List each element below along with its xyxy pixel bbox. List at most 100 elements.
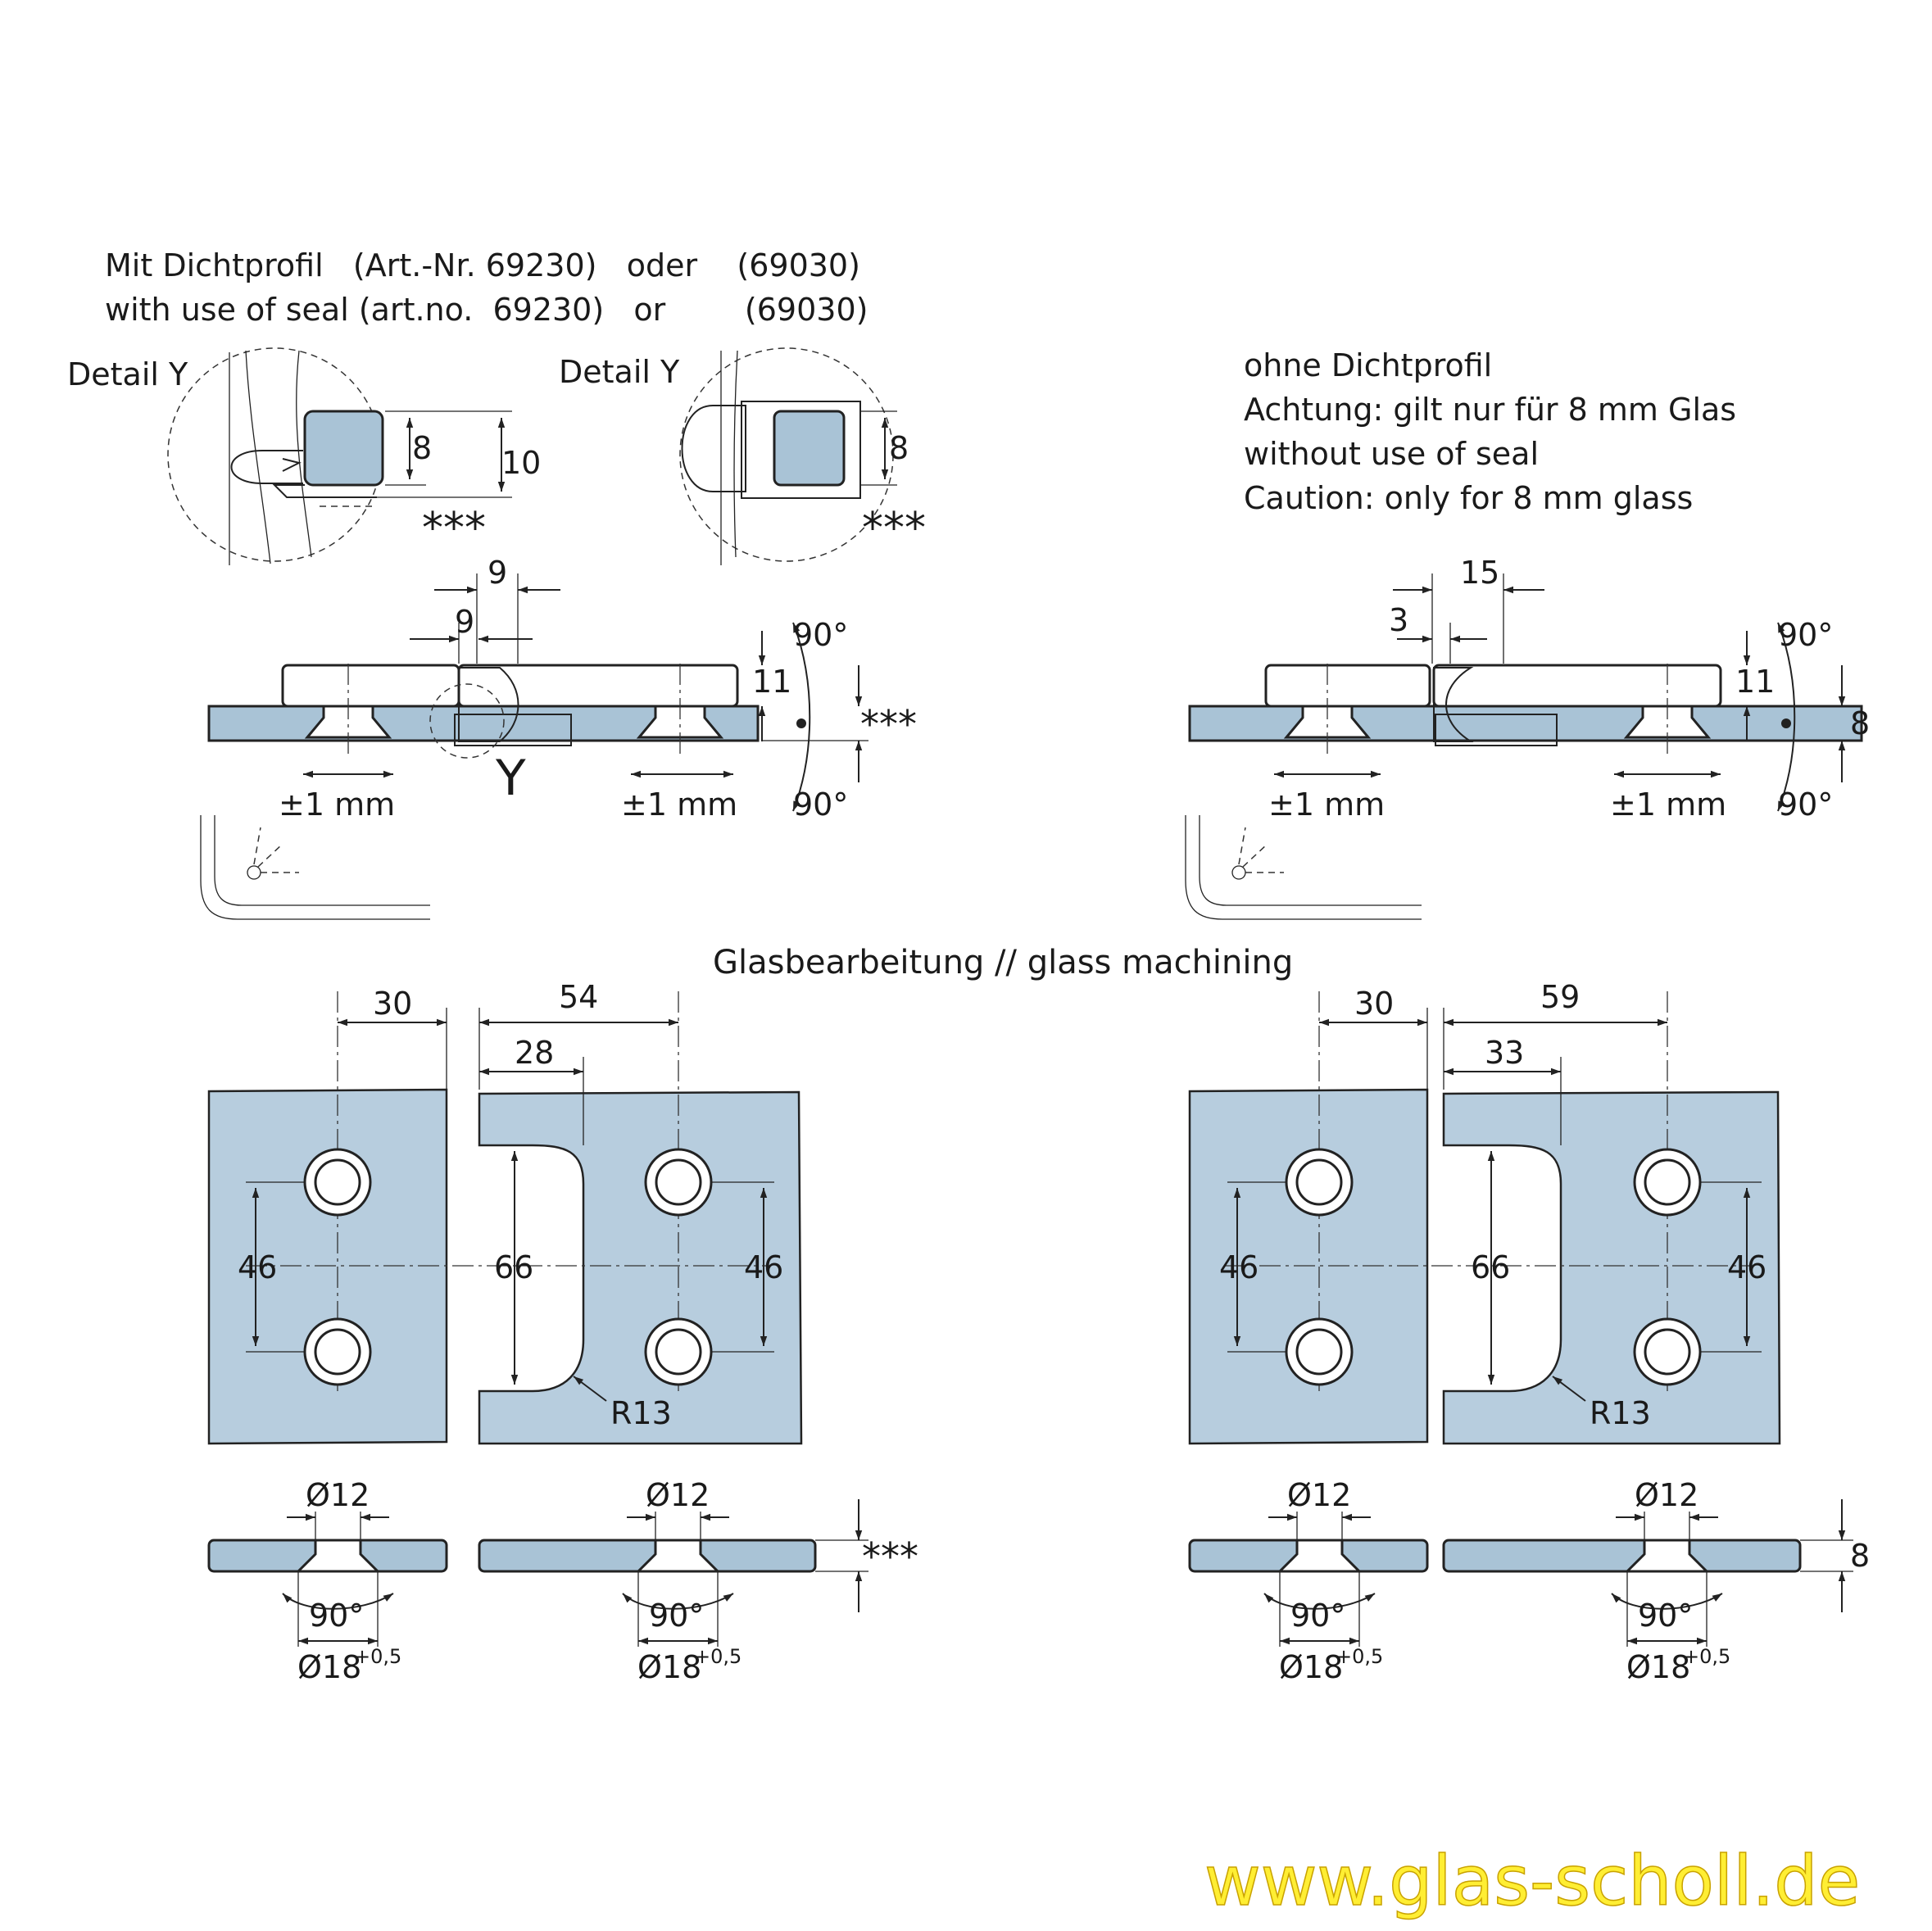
glass-section-right-b bbox=[1442, 1539, 1802, 1573]
hinge-knuckle-left bbox=[458, 667, 519, 742]
m-right-outer-tol-1: +0,5 bbox=[1336, 1645, 1383, 1668]
m-right-countersink-1: 90° bbox=[1290, 1598, 1345, 1634]
section-right-dim-top: 15 bbox=[1460, 555, 1499, 591]
section-left-dim-mid: 9 bbox=[455, 604, 474, 640]
screw-right-a bbox=[1283, 705, 1372, 739]
m-right-hole-dia-1: Ø12 bbox=[1287, 1477, 1351, 1513]
m-left-dim-pitch-left: 46 bbox=[238, 1249, 277, 1285]
section-right-dim-mid: 3 bbox=[1389, 602, 1408, 638]
detail-right-dim-glass: 8 bbox=[889, 430, 909, 466]
hinge-plate-right-a bbox=[1264, 664, 1431, 708]
section-right-tol-left: ±1 mm bbox=[1268, 786, 1385, 823]
door-pictogram-right bbox=[1185, 815, 1422, 920]
detail-left-stars: *** bbox=[422, 504, 486, 553]
m-right-dim-edge: 30 bbox=[1354, 986, 1394, 1022]
section-right-dim-height: 11 bbox=[1735, 664, 1775, 700]
no-seal-de: ohne Dichtprofil bbox=[1244, 347, 1492, 383]
seal-profile-left bbox=[230, 450, 303, 484]
m-left-countersink-1: 90° bbox=[309, 1598, 364, 1634]
detail-left-title: Detail Y bbox=[67, 356, 188, 392]
section-right-angle-bottom: 90° bbox=[1778, 786, 1833, 823]
m-left-dim-cutout: 66 bbox=[494, 1249, 533, 1285]
header-text: Mit Dichtprofil (Art.-Nr. 69230) oder (6… bbox=[105, 247, 1736, 516]
m-left-radius: R13 bbox=[610, 1395, 672, 1431]
caution-en: Caution: only for 8 mm glass bbox=[1244, 480, 1693, 516]
rotation-arc-left bbox=[792, 622, 811, 812]
m-left-dim-edge: 30 bbox=[373, 986, 412, 1022]
section-left-stars: *** bbox=[860, 702, 917, 746]
screw-right-b bbox=[1623, 705, 1712, 739]
m-right-outer-tol-2: +0,5 bbox=[1683, 1645, 1730, 1668]
detail-y-marker: Y bbox=[495, 750, 526, 807]
m-right-radius: R13 bbox=[1590, 1395, 1651, 1431]
machining-title: Glasbearbeitung // glass machining bbox=[713, 944, 1293, 981]
seal-u-right bbox=[741, 401, 861, 499]
detail-left-dim-total: 10 bbox=[501, 445, 541, 481]
m-right-outer-dia-2: Ø18 bbox=[1626, 1649, 1690, 1685]
hinge-plate-left-a bbox=[281, 664, 460, 708]
section-left-angle-top: 90° bbox=[793, 617, 848, 653]
detail-right-stars: *** bbox=[862, 504, 926, 553]
seal-foot-left bbox=[272, 484, 377, 498]
detail-right-frame bbox=[720, 350, 738, 565]
m-right-hole-dia-2: Ø12 bbox=[1635, 1477, 1698, 1513]
m-left-stars: *** bbox=[862, 1534, 918, 1579]
m-right-dim-pitch-left: 46 bbox=[1219, 1249, 1259, 1285]
rotation-arc-right bbox=[1777, 622, 1796, 812]
glass-plate-left-b bbox=[478, 1090, 803, 1445]
m-left-outer-tol-2: +0,5 bbox=[694, 1645, 742, 1668]
caution-de: Achtung: gilt nur für 8 mm Glas bbox=[1244, 392, 1736, 428]
section-left-dim-top: 9 bbox=[488, 555, 507, 591]
hinge-knuckle-right bbox=[1433, 667, 1474, 742]
hinge-plate-right-b bbox=[1432, 664, 1722, 708]
m-right-dim-far: 59 bbox=[1540, 979, 1580, 1015]
m-left-dim-notch: 28 bbox=[515, 1035, 554, 1071]
seal-line-en: with use of seal (art.no. 69230) or (690… bbox=[105, 292, 868, 328]
seal-profile-right bbox=[681, 405, 746, 492]
section-right-tol-right: ±1 mm bbox=[1610, 786, 1726, 823]
m-right-thickness: 8 bbox=[1850, 1538, 1870, 1574]
section-left-tol-right: ±1 mm bbox=[621, 786, 737, 823]
section-left-dim-height: 11 bbox=[752, 664, 791, 700]
glass-plate-right-a bbox=[1188, 1088, 1429, 1445]
detail-y-left: Detail Y 8 10 *** bbox=[67, 347, 541, 565]
watermark-url: www.glas-scholl.de bbox=[1204, 1841, 1860, 1921]
section-left-tol-left: ±1 mm bbox=[279, 786, 395, 823]
detail-left-dim-glass: 8 bbox=[412, 430, 432, 466]
m-right-dim-cutout: 66 bbox=[1471, 1249, 1510, 1285]
glass-edge-right bbox=[773, 410, 846, 487]
m-left-outer-tol-1: +0,5 bbox=[354, 1645, 401, 1668]
detail-y-marker-circle bbox=[429, 683, 505, 759]
m-right-countersink-2: 90° bbox=[1638, 1598, 1693, 1634]
glass-plate-left-a bbox=[207, 1088, 448, 1445]
m-left-dim-far: 54 bbox=[559, 979, 598, 1015]
section-right: 15 3 11 8 90° 90° ±1 mm ±1 mm bbox=[1185, 555, 1870, 920]
section-left: Y 9 9 11 *** 90° 90° ±1 mm ±1 mm bbox=[200, 555, 917, 920]
detail-left-frame bbox=[229, 350, 312, 565]
machining-right: 30 59 33 46 66 46 R13 Ø12 Ø12 90° 90° bbox=[1188, 979, 1870, 1685]
m-left-hole-dia-2: Ø12 bbox=[646, 1477, 710, 1513]
detail-right-title: Detail Y bbox=[559, 354, 680, 390]
detail-y-right: Detail Y 8 *** bbox=[559, 347, 926, 565]
hinge-clamp-right bbox=[1435, 714, 1558, 746]
glass-edge-left bbox=[303, 410, 384, 487]
m-left-countersink-2: 90° bbox=[649, 1598, 704, 1634]
no-seal-en: without use of seal bbox=[1244, 436, 1539, 472]
screw-left-a bbox=[304, 705, 392, 739]
seal-line-de: Mit Dichtprofil (Art.-Nr. 69230) oder (6… bbox=[105, 247, 860, 283]
m-right-dim-pitch-right: 46 bbox=[1727, 1249, 1766, 1285]
machining-left: 30 54 28 46 66 46 R13 Ø12 Ø12 90° bbox=[207, 979, 918, 1685]
seal-lip-left bbox=[282, 458, 302, 472]
m-left-outer-dia-1: Ø18 bbox=[297, 1649, 361, 1685]
m-right-dim-notch: 33 bbox=[1485, 1035, 1524, 1071]
m-left-hole-dia-1: Ø12 bbox=[306, 1477, 370, 1513]
section-right-angle-top: 90° bbox=[1778, 617, 1833, 653]
m-left-dim-pitch-right: 46 bbox=[744, 1249, 783, 1285]
section-left-angle-bottom: 90° bbox=[793, 786, 848, 823]
m-right-outer-dia-1: Ø18 bbox=[1279, 1649, 1343, 1685]
hinge-plate-left-b bbox=[457, 664, 739, 708]
detail-right-circle bbox=[679, 347, 894, 562]
section-right-thickness: 8 bbox=[1850, 705, 1870, 741]
hinge-clamp-left bbox=[454, 714, 572, 746]
